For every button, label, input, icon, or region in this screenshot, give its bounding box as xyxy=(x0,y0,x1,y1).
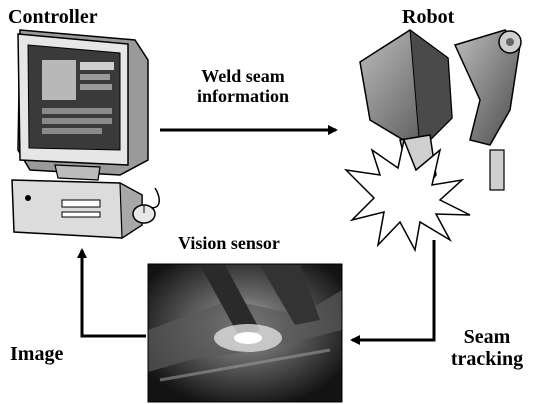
seam-tracking-label-line2: tracking xyxy=(450,348,524,370)
weld-seam-label-line2: information xyxy=(197,85,289,106)
image-label: Image xyxy=(10,343,64,365)
controller-label: Controller xyxy=(8,6,98,28)
arrow-robot-to-sensor xyxy=(350,240,436,345)
arrow-sensor-to-controller xyxy=(77,248,146,338)
robot-label: Robot xyxy=(402,6,455,28)
seam-tracking-label: Seam tracking xyxy=(432,326,542,370)
seam-tracking-label-line1: Seam xyxy=(463,326,511,348)
weld-camera-photo xyxy=(147,263,343,403)
vision-sensor-label: Vision sensor xyxy=(178,233,280,253)
welding-robot-icon xyxy=(343,28,522,253)
weld-seam-information-label: Weld seam information xyxy=(173,66,313,107)
weld-seam-label-line1: Weld seam xyxy=(201,66,285,86)
desktop-computer-icon xyxy=(11,29,160,240)
